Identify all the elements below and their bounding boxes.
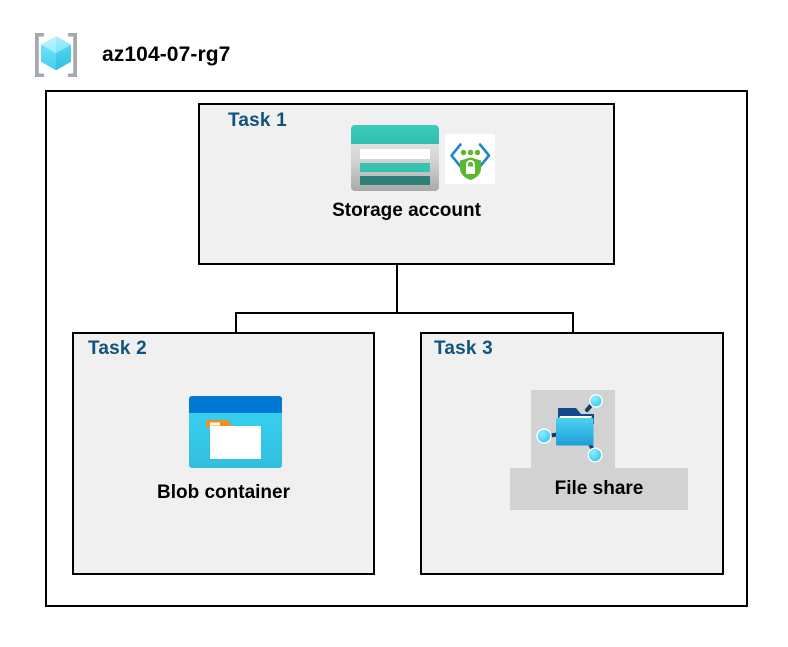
storage-account-caption: Storage account <box>332 200 481 221</box>
blob-container-caption: Blob container <box>156 482 290 503</box>
resource-group-icon <box>30 29 82 81</box>
task-2-label: Task 2 <box>88 338 147 359</box>
file-share-caption: File share <box>510 468 688 510</box>
private-endpoint-icon <box>445 134 495 184</box>
blob-container-icon <box>189 396 282 468</box>
task-1-label: Task 1 <box>228 110 287 131</box>
connector-storage-stem <box>396 265 398 314</box>
task-3-label: Task 3 <box>434 338 493 359</box>
storage-account-icon <box>351 125 439 191</box>
file-share-icon-backdrop <box>531 390 615 468</box>
resource-group-header: az104-07-rg7 <box>30 24 230 86</box>
connector-horizontal-bus <box>235 312 574 314</box>
resource-group-title: az104-07-rg7 <box>102 43 231 66</box>
file-share-icon <box>536 394 610 464</box>
